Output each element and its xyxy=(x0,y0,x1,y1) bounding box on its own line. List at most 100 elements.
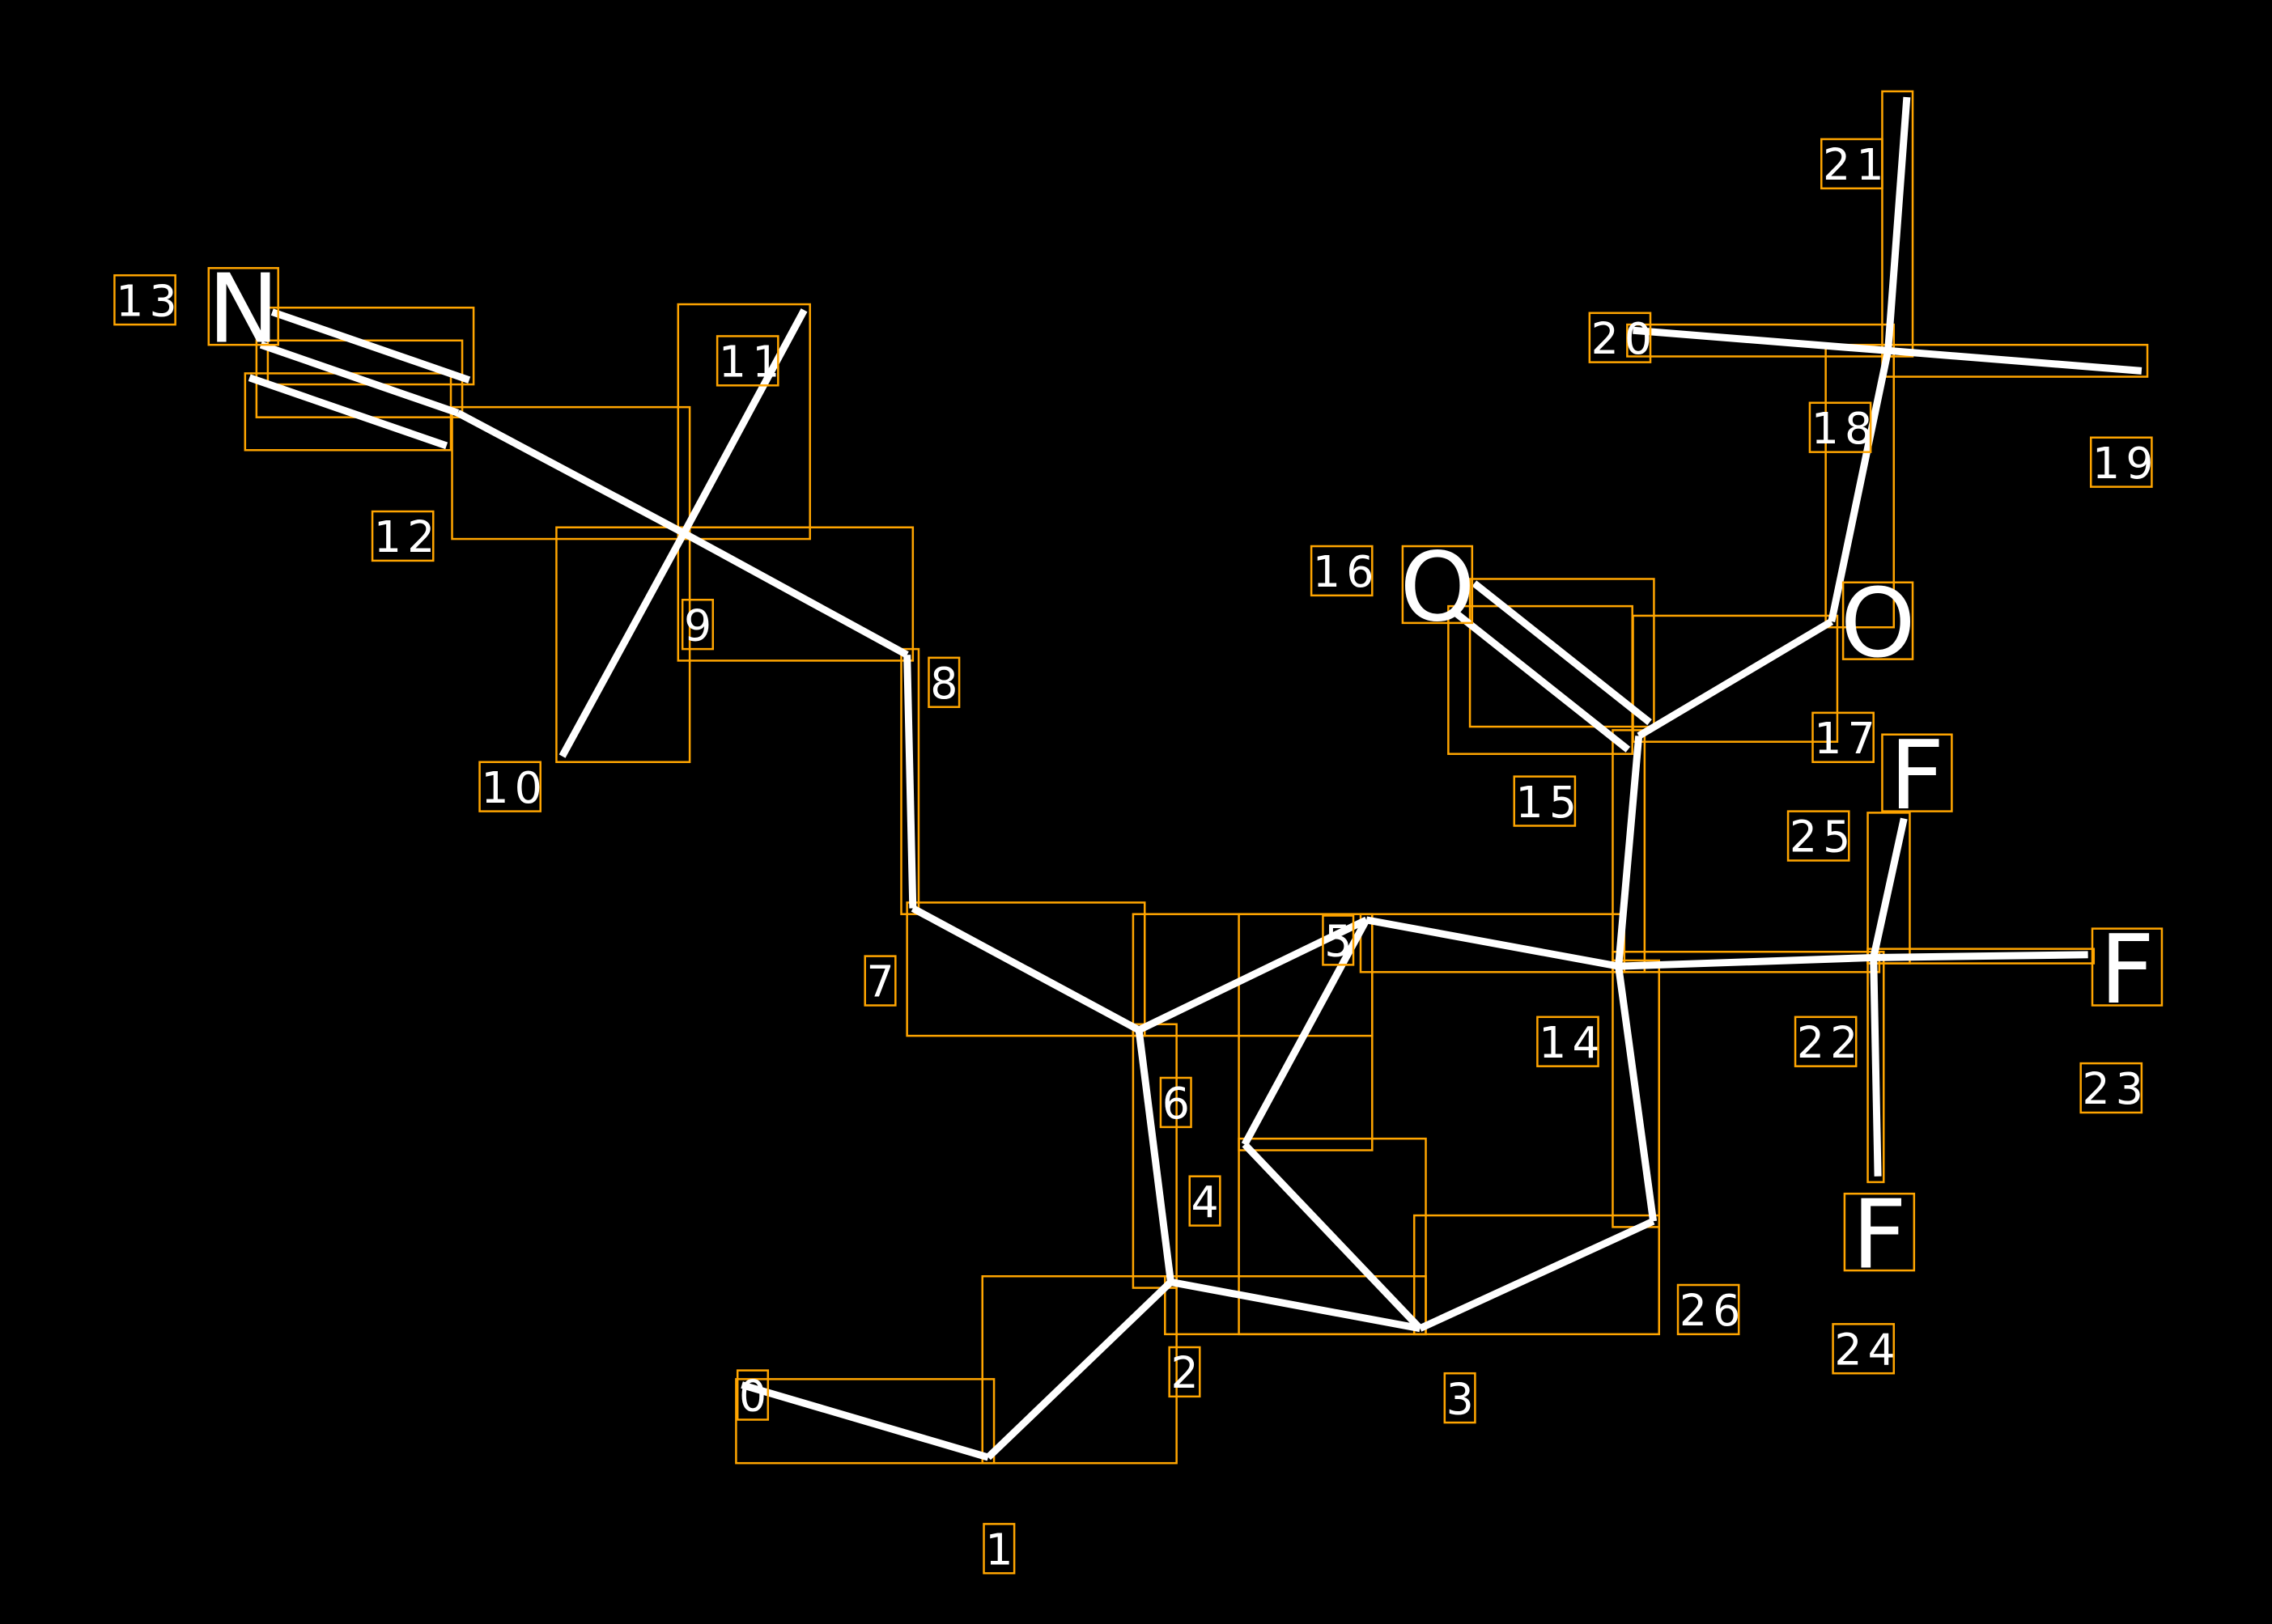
index-bbox xyxy=(478,761,541,812)
bond-line xyxy=(1888,346,2142,375)
symbol-bbox xyxy=(1843,1192,1916,1272)
index-bbox xyxy=(983,1523,1016,1575)
bond-line xyxy=(1618,953,1874,970)
symbol-bbox xyxy=(1401,545,1474,625)
index-bbox xyxy=(1832,1323,1896,1375)
bond-bbox xyxy=(735,1378,996,1465)
atom-index-label: 17 xyxy=(1814,713,1881,764)
bond-bbox xyxy=(1626,323,1896,358)
index-bbox xyxy=(1168,1346,1201,1398)
index-bbox xyxy=(1443,1372,1476,1424)
index-bbox xyxy=(1536,1016,1599,1067)
index-bbox xyxy=(1322,914,1355,966)
atom-symbol-o: O xyxy=(1399,531,1475,642)
bond-bbox xyxy=(1866,812,1911,965)
bond-line xyxy=(270,308,471,384)
index-bbox xyxy=(1811,711,1875,763)
bond-line xyxy=(248,374,448,450)
atom-index-label: 12 xyxy=(374,511,441,562)
index-bbox xyxy=(1513,775,1577,827)
atom-index-label: 22 xyxy=(1797,1017,1864,1068)
atom-index-label: 25 xyxy=(1790,812,1857,863)
atom-index-label: 1 xyxy=(985,1524,1018,1575)
atom-index-label: 8 xyxy=(930,658,963,709)
atom-index-label: 23 xyxy=(2082,1063,2149,1114)
bond-line xyxy=(911,905,1141,1033)
atom-index-label: 26 xyxy=(1680,1285,1747,1336)
atom-index-label: 19 xyxy=(2092,438,2159,489)
bond-bbox xyxy=(1632,614,1839,743)
atom-index-label: 9 xyxy=(684,600,717,651)
atom-index-label: 24 xyxy=(1834,1324,1901,1375)
index-bbox xyxy=(1786,810,1850,862)
bond-line xyxy=(1615,965,1658,1222)
index-bbox xyxy=(1794,1016,1858,1067)
index-bbox xyxy=(1820,138,1883,190)
index-bbox xyxy=(1188,1175,1221,1227)
index-bbox xyxy=(864,955,897,1007)
bond-line xyxy=(1870,817,1908,959)
bond-bbox xyxy=(1238,913,1374,1151)
bond-line xyxy=(1471,580,1652,726)
bond-line xyxy=(1137,916,1369,1033)
symbol-bbox xyxy=(1881,733,1953,812)
bond-line xyxy=(1242,1142,1423,1331)
symbol-bbox xyxy=(1841,581,1914,660)
bond-bbox xyxy=(677,526,915,662)
bond-line xyxy=(681,308,808,536)
bond-line xyxy=(1870,957,1882,1177)
atom-index-label: 6 xyxy=(1162,1078,1195,1129)
index-bbox xyxy=(716,335,779,387)
bond-line xyxy=(741,1381,990,1461)
bond-bbox xyxy=(906,901,1146,1037)
bond-bbox xyxy=(1881,90,1914,358)
bond-line xyxy=(1135,1029,1174,1283)
atom-index-label: 20 xyxy=(1591,313,1658,364)
symbol-bbox xyxy=(2091,927,2164,1007)
atom-index-label: 7 xyxy=(867,956,900,1007)
atom-symbol-o: O xyxy=(1841,567,1916,679)
index-bbox xyxy=(681,598,715,651)
atom-index-label: 18 xyxy=(1811,403,1879,454)
bond-line xyxy=(1828,350,1892,623)
index-bbox xyxy=(2079,1062,2143,1114)
bond-line xyxy=(1241,918,1370,1147)
bond-line xyxy=(985,1279,1174,1461)
atom-index-label: 3 xyxy=(1446,1373,1480,1424)
bond-line xyxy=(1884,96,1911,351)
atom-index-label: 16 xyxy=(1313,546,1380,597)
atom-symbol-f: F xyxy=(2100,914,2155,1025)
bond-line xyxy=(1450,607,1631,753)
index-bbox xyxy=(113,273,176,326)
index-bbox xyxy=(2089,436,2153,488)
atom-index-label: 11 xyxy=(719,337,786,388)
bond-bbox xyxy=(1468,578,1655,728)
bond-line xyxy=(1633,326,1888,354)
bond-line xyxy=(558,531,687,758)
index-bbox xyxy=(371,510,435,562)
atom-index-label: 0 xyxy=(739,1371,772,1422)
atom-symbol-n: N xyxy=(208,253,279,365)
bond-line xyxy=(1615,736,1643,967)
bond-bbox xyxy=(1238,1137,1427,1336)
bond-bbox xyxy=(900,647,920,915)
atom-index-label: 2 xyxy=(1170,1347,1204,1398)
index-bbox xyxy=(928,656,961,708)
index-bbox xyxy=(1310,545,1374,597)
bond-bbox xyxy=(1359,913,1626,973)
bond-line xyxy=(1170,1278,1421,1333)
bond-bbox xyxy=(555,526,691,763)
bond-line xyxy=(1365,916,1620,970)
bond-line xyxy=(1873,951,2088,961)
bond-line xyxy=(903,655,917,909)
bond-bbox xyxy=(677,303,811,541)
atom-index-label: 13 xyxy=(116,275,183,326)
atom-index-label: 10 xyxy=(481,762,548,813)
atom-index-label: 14 xyxy=(1539,1017,1606,1068)
symbol-bbox xyxy=(207,267,279,346)
index-bbox xyxy=(1159,1076,1192,1129)
bond-line xyxy=(682,529,909,659)
atom-index-label: 5 xyxy=(1324,916,1357,967)
bond-line xyxy=(456,409,686,536)
